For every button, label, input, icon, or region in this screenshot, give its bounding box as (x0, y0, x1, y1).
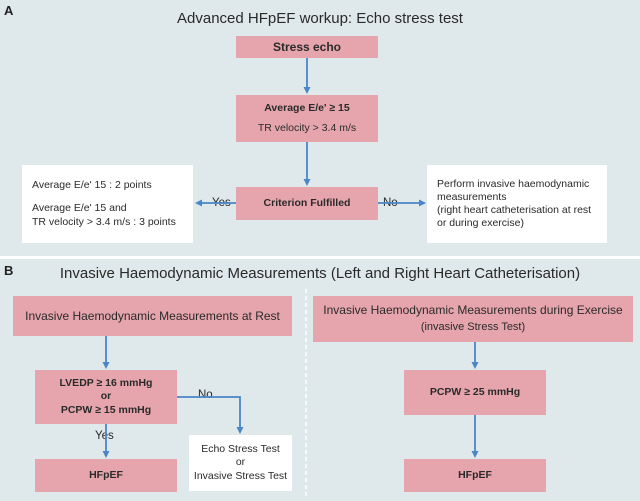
points-line-3: TR velocity > 3.4 m/s : 3 points (32, 215, 176, 228)
invasive-line-3: (right heart catheterisation at rest (437, 204, 592, 216)
exercise-subtitle-label: (invasive Stress Test) (420, 321, 526, 334)
points-line-2: Average E/e' 15 and (32, 202, 127, 215)
ee-criteria-label: Average E/e' ≥ 15 (264, 102, 350, 115)
invasive-line-2: measurements (437, 190, 507, 203)
points-line-1: Average E/e' 15 : 2 points (32, 179, 152, 192)
stress-echo-label: Stress echo (272, 39, 342, 54)
panel-b: B Invasive Haemodynamic Measurements (Le… (0, 259, 640, 501)
panel-a: A Advanced HFpEF workup: Echo stress tes… (0, 0, 640, 256)
exercise-hfpef-label: HFpEF (458, 468, 492, 481)
rest-hfpef-box: HFpEF (35, 459, 177, 492)
no-label-b: No (198, 389, 213, 401)
rest-or-label: or (100, 390, 112, 403)
pcpw-rest-label: PCPW ≥ 15 mmHg (60, 403, 152, 416)
yes-label-b: Yes (95, 430, 114, 442)
echo-criteria-box: Average E/e' ≥ 15 TR velocity > 3.4 m/s (236, 95, 378, 142)
invasive-line-4: or during exercise) (437, 217, 524, 230)
yes-label-a: Yes (212, 197, 231, 209)
stress-test-alternatives-box: Echo Stress Test or Invasive Stress Test (189, 435, 292, 491)
no-label-a: No (383, 197, 398, 209)
criterion-fulfilled-label: Criterion Fulfilled (263, 196, 351, 209)
alt-line-2: or (235, 456, 246, 469)
rest-hfpef-label: HFpEF (89, 468, 123, 481)
tr-velocity-label: TR velocity > 3.4 m/s (257, 121, 357, 134)
invasive-line-1: Perform invasive haemodynamic (437, 177, 590, 190)
rest-title-box: Invasive Haemodynamic Measurements at Re… (13, 296, 292, 336)
panel-letter-a: A (4, 3, 14, 18)
rest-title-label: Invasive Haemodynamic Measurements at Re… (25, 308, 280, 323)
exercise-title-label: Invasive Haemodynamic Measurements durin… (323, 303, 623, 318)
rest-criteria-box: LVEDP ≥ 16 mmHg or PCPW ≥ 15 mmHg (35, 370, 177, 424)
lvedp-label: LVEDP ≥ 16 mmHg (59, 377, 153, 390)
invasive-measurements-box: Perform invasive haemodynamic measuremen… (427, 165, 607, 243)
panel-letter-b: B (4, 263, 14, 278)
exercise-hfpef-box: HFpEF (404, 459, 546, 492)
panel-a-title: Advanced HFpEF workup: Echo stress test (177, 10, 463, 27)
criterion-fulfilled-box: Criterion Fulfilled (236, 187, 378, 220)
exercise-criteria-box: PCPW ≥ 25 mmHg (404, 370, 546, 415)
panel-b-title: Invasive Haemodynamic Measurements (Left… (59, 265, 581, 282)
pcpw-exercise-label: PCPW ≥ 25 mmHg (429, 385, 521, 398)
alt-line-1: Echo Stress Test (201, 443, 280, 456)
exercise-title-box: Invasive Haemodynamic Measurements durin… (313, 296, 633, 342)
points-box: Average E/e' 15 : 2 points Average E/e' … (22, 165, 193, 243)
stress-echo-box: Stress echo (236, 36, 378, 58)
panel-divider (305, 289, 307, 499)
alt-line-3: Invasive Stress Test (193, 469, 288, 482)
